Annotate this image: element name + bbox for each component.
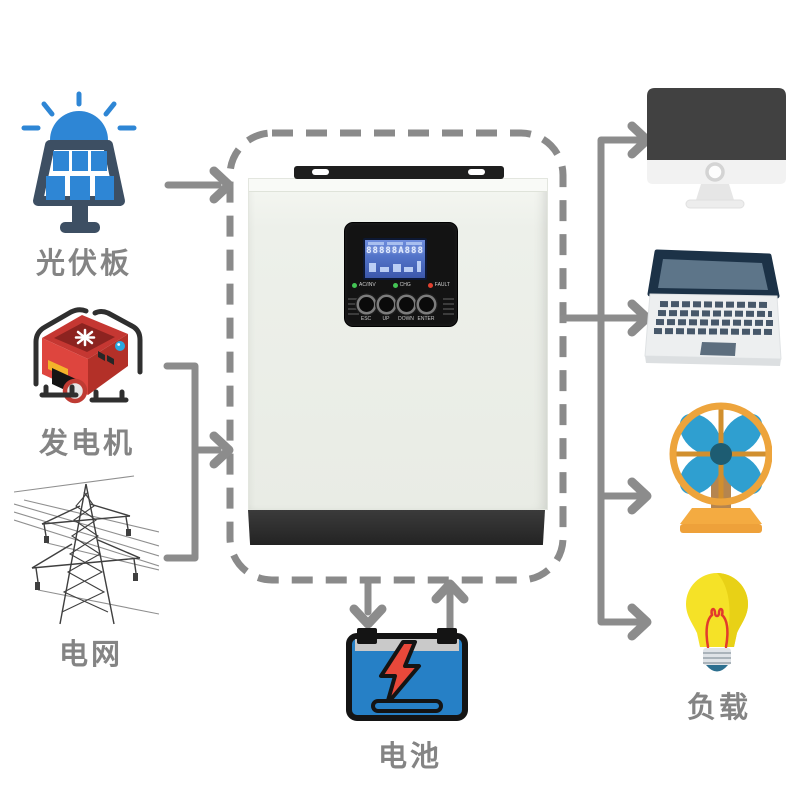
inverter-control-panel: 88888A888 AC/INV CHG FAULT [344, 222, 458, 327]
arrow-heads [209, 121, 652, 641]
esc-button [358, 297, 374, 312]
panel-vent-left [348, 298, 359, 315]
fan-icon [669, 402, 772, 533]
panel-vent-right [443, 298, 454, 315]
lcd-icon [379, 267, 389, 272]
generator-icon [33, 307, 143, 404]
led-dot-green [392, 282, 398, 288]
led-label: CHG [399, 282, 411, 288]
led-label: FAULT [434, 282, 450, 288]
inverter-button-row: ESC UP DOWN ENTER [345, 290, 457, 326]
enter-button-label: ENTER [417, 316, 435, 322]
monitor-icon [647, 88, 786, 209]
led-chg: CHG [392, 282, 411, 288]
laptop-icon [644, 249, 782, 366]
power-grid-label: 电网 [58, 639, 124, 671]
led-ac-inv: AC/INV [352, 282, 376, 288]
led-fault: FAULT [427, 282, 450, 288]
down-button [398, 297, 414, 312]
up-button [378, 297, 394, 312]
led-dot-green [352, 282, 357, 288]
lcd-icon [404, 267, 414, 272]
lcd-header-bars [368, 242, 422, 245]
bracket-hole-right [468, 169, 485, 175]
arrow-gen-grid-to-inverter-lines [163, 362, 222, 562]
lcd-status-icons [369, 260, 421, 272]
solar-panel-label: 光伏板 [35, 248, 133, 280]
up-button-label: UP [382, 316, 390, 322]
load-label: 负载 [686, 692, 752, 724]
inverter-dashed-box [226, 129, 567, 584]
inverter-lcd-display: 88888A888 [363, 238, 427, 280]
esc-button-label: ESC [360, 316, 372, 322]
inverter-led-row: AC/INV CHG FAULT [352, 282, 450, 288]
lcd-icon [417, 261, 421, 272]
lcd-icon [369, 263, 376, 272]
battery-label: 电池 [377, 741, 443, 773]
battery-icon [346, 628, 468, 721]
generator-label: 发电机 [38, 428, 136, 460]
bracket-hole-left [312, 169, 329, 175]
down-button-label: DOWN [398, 316, 414, 322]
led-dot-red [427, 282, 433, 288]
inverter-top-bevel [249, 179, 547, 192]
enter-button [418, 297, 434, 312]
inverter-base [248, 510, 545, 545]
power-grid-icon [14, 475, 159, 625]
inverter-mounting-bracket [294, 166, 504, 179]
solar-panel-icon [21, 91, 137, 233]
arrow-inverter-to-loads-lines [559, 136, 642, 626]
lcd-icon [392, 264, 401, 272]
bulb-icon [686, 573, 748, 672]
lcd-digits: 88888A888 [366, 246, 424, 256]
led-label: AC/INV [359, 282, 376, 288]
